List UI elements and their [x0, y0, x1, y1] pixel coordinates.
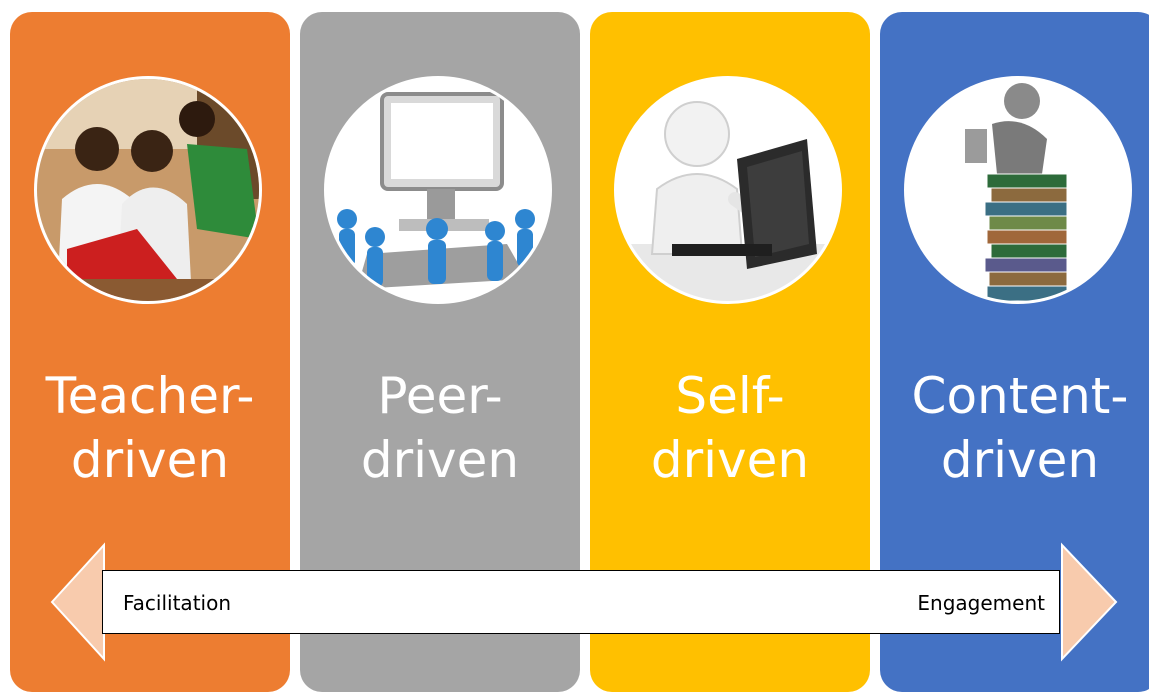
column-title: Content- driven — [880, 364, 1149, 492]
column-title-line2: driven — [360, 431, 520, 489]
figure-at-computer-icon — [614, 76, 842, 304]
column-title: Teacher- driven — [10, 364, 290, 492]
column-title-line2: driven — [650, 431, 810, 489]
column-title-line1: Content- — [911, 367, 1129, 425]
left-arrowhead — [50, 542, 105, 662]
column-title-line2: driven — [70, 431, 230, 489]
facilitation-engagement-scale: Facilitation Engagement — [102, 570, 1060, 634]
right-arrowhead — [1061, 542, 1118, 662]
column-title-line2: driven — [940, 431, 1100, 489]
column-title: Self- driven — [590, 364, 870, 492]
column-title: Peer- driven — [300, 364, 580, 492]
facilitation-label: Facilitation — [123, 591, 231, 615]
column-title-line1: Teacher- — [45, 367, 255, 425]
column-title-line1: Peer- — [377, 367, 503, 425]
column-teacher-driven: Teacher- driven — [10, 12, 290, 692]
figure-on-book-stack-icon — [904, 76, 1132, 304]
engagement-label: Engagement — [917, 591, 1045, 615]
column-title-line1: Self- — [675, 367, 785, 425]
people-around-computer-icon — [324, 76, 552, 304]
